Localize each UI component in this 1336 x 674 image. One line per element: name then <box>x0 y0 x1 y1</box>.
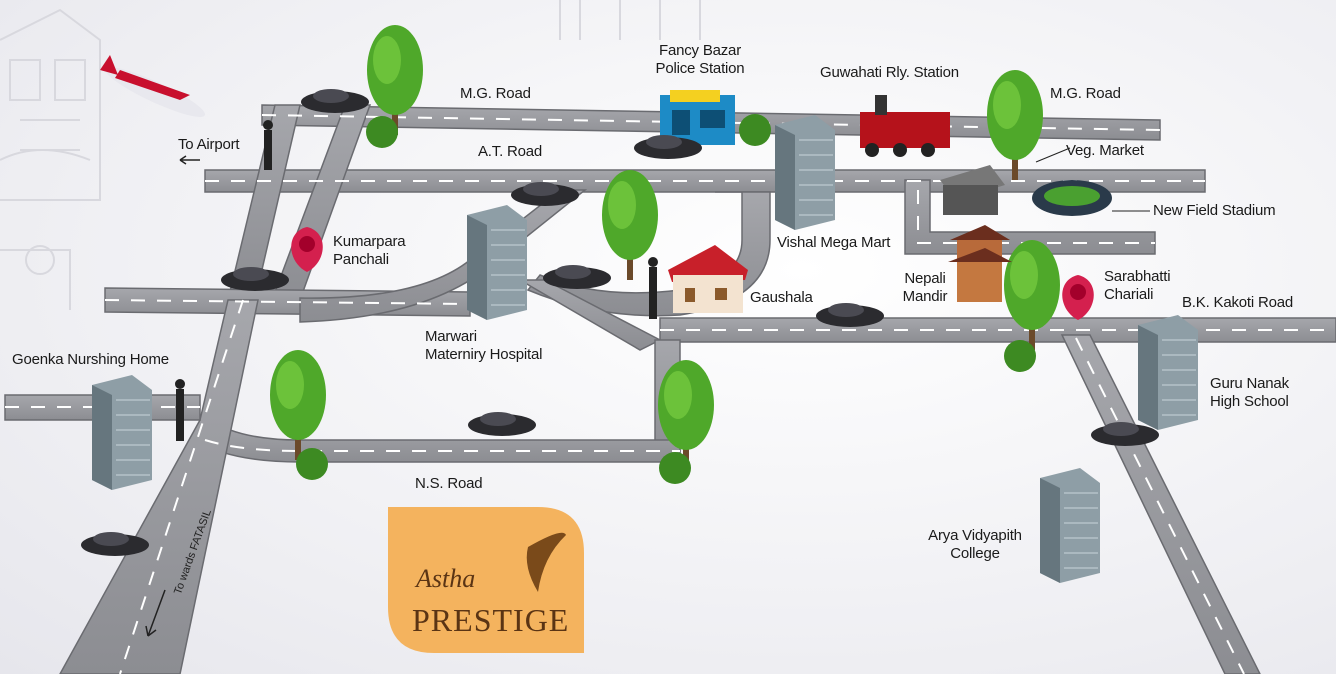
label-mg-road-right: M.G. Road <box>1050 85 1121 102</box>
car-icon <box>816 303 884 327</box>
tree-icon <box>987 70 1043 180</box>
location-pin-icon <box>1062 275 1094 320</box>
label-guru-nanak: Guru Nanak High School <box>1210 375 1289 410</box>
location-pin-icon <box>291 227 323 272</box>
tree-icon <box>270 350 326 460</box>
car-icon <box>543 265 611 289</box>
tree-icon <box>658 360 714 470</box>
pedestrian-icon <box>175 120 658 441</box>
bush-icon <box>296 448 328 480</box>
label-veg-market: Veg. Market <box>1066 142 1144 159</box>
label-gaushala: Gaushala <box>750 289 813 306</box>
label-mg-road-left: M.G. Road <box>460 85 531 102</box>
label-fancy-bazar: Fancy Bazar Police Station <box>655 42 745 77</box>
bush-icon <box>659 452 691 484</box>
label-to-airport: To Airport <box>178 136 240 153</box>
building-icon <box>1137 314 1199 431</box>
bush-icon <box>739 114 771 146</box>
label-vishal: Vishal Mega Mart <box>777 234 891 251</box>
car-icon <box>511 182 579 206</box>
car-icon <box>81 532 149 556</box>
svg-text:Astha: Astha <box>414 564 475 593</box>
temple-icon <box>948 225 1012 302</box>
astha-prestige-logo: Astha PRESTIGE <box>388 507 584 653</box>
label-ns-road: N.S. Road <box>415 475 483 492</box>
airplane-icon <box>100 55 206 117</box>
building-icon <box>774 114 836 231</box>
label-arya: Arya Vidyapith College <box>928 527 1022 562</box>
label-at-road: A.T. Road <box>478 143 543 160</box>
label-bk-kakoti-road: B.K. Kakoti Road <box>1182 294 1294 311</box>
market-icon <box>940 165 1005 215</box>
stadium-icon <box>1032 180 1112 216</box>
label-marwari: Marwari Materniry Hospital <box>425 328 543 363</box>
label-rly-station: Guwahati Rly. Station <box>820 64 959 81</box>
label-goenka: Goenka Nurshing Home <box>12 351 169 368</box>
bush-icon <box>1004 340 1036 372</box>
tree-icon <box>1004 240 1060 350</box>
label-nepali-mandir: Nepali Mandir <box>902 270 948 305</box>
building-icon <box>91 374 153 491</box>
swan-logo-icon <box>526 532 566 592</box>
leader-line <box>1035 147 1071 163</box>
house-icon <box>668 245 748 313</box>
car-icon <box>301 89 369 113</box>
train-icon <box>860 95 950 157</box>
car-icon <box>468 412 536 436</box>
svg-text:PRESTIGE: PRESTIGE <box>412 602 569 638</box>
building-icon <box>466 204 528 321</box>
label-kumarpara: Kumarpara Panchali <box>333 233 406 268</box>
label-sarabhatti: Sarabhatti Chariali <box>1104 268 1171 303</box>
arrow-down-left-icon <box>145 589 166 637</box>
car-icon <box>1091 422 1159 446</box>
arrow-left-icon <box>179 155 200 165</box>
car-icon <box>221 267 289 291</box>
building-icon <box>1039 467 1101 584</box>
label-stadium: New Field Stadium <box>1153 202 1276 219</box>
bush-icon <box>366 116 398 148</box>
